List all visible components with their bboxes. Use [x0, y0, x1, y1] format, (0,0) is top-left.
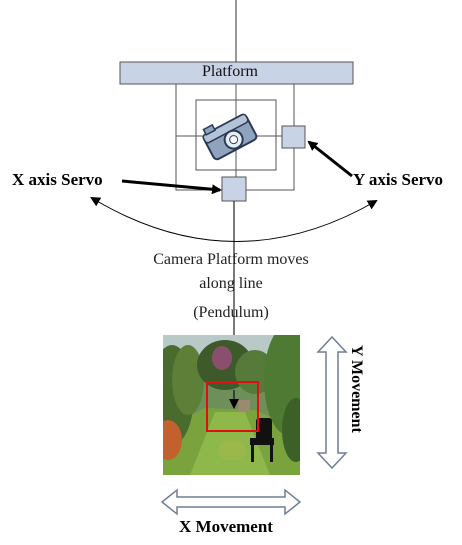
swing-arc-arrow — [90, 196, 378, 242]
y-servo-pointer-arrow — [307, 140, 353, 178]
y-axis-servo-label: Y axis Servo — [353, 170, 444, 189]
x-servo-pointer-arrow — [121, 179, 222, 195]
x-axis-servo — [221, 176, 247, 202]
x-movement-label: X Movement — [179, 517, 273, 536]
caption-line-3: (Pendulum) — [193, 304, 269, 321]
x-movement-arrow — [160, 488, 302, 516]
tracking-target-box — [206, 381, 259, 432]
y-movement-label: Y Movement — [348, 345, 365, 433]
y-movement-arrow — [316, 335, 348, 470]
caption-line-2: along line — [199, 275, 263, 292]
y-axis-servo — [281, 125, 306, 149]
x-axis-servo-label: X axis Servo — [12, 170, 103, 189]
caption-line-1: Camera Platform moves — [153, 251, 309, 268]
platform-label: Platform — [202, 63, 258, 80]
garden-camera-view-image — [163, 335, 300, 475]
camera-icon — [202, 113, 258, 161]
